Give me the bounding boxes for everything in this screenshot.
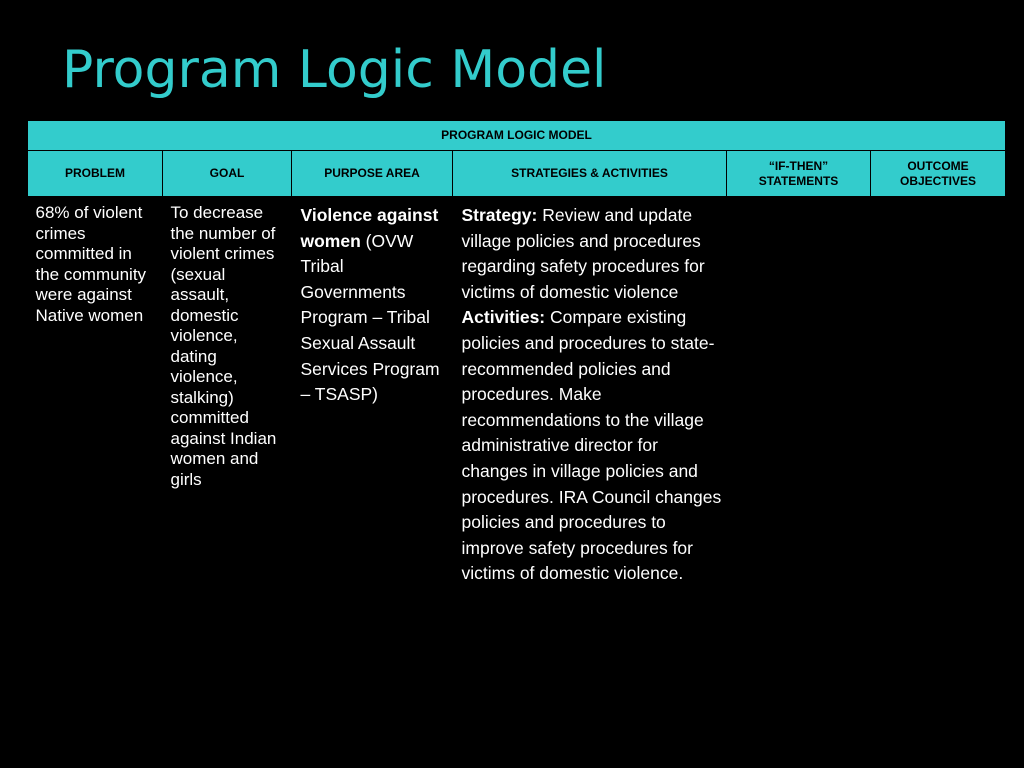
activities-paragraph: Activities: Compare existing policies an… [462, 305, 723, 587]
table-banner-row: PROGRAM LOGIC MODEL [26, 120, 1007, 151]
column-header-purpose-area: PURPOSE AREA [291, 150, 453, 197]
table-row: 68% of violent crimes committed in the c… [28, 197, 1006, 587]
column-header-outcome-objectives: OUTCOME OBJECTIVES [869, 150, 1007, 197]
column-header-strategies-activities: STRATEGIES & ACTIVITIES [452, 150, 727, 197]
purpose-area-heading: Violence against women [300, 205, 439, 251]
strategy-paragraph: Strategy: Review and update village poli… [462, 203, 723, 305]
column-header-if-then: “IF-THEN” STATEMENTS [726, 150, 871, 197]
outcome-objectives-cell [871, 197, 1006, 587]
strategies-activities-cell: Strategy: Review and update village poli… [453, 197, 727, 587]
program-logic-model-table: PROGRAM LOGIC MODEL PROBLEM GOAL PURPOSE… [26, 120, 1007, 587]
table-header-row: PROBLEM GOAL PURPOSE AREA STRATEGIES & A… [27, 150, 1007, 197]
problem-cell: 68% of violent crimes committed in the c… [35, 203, 147, 325]
activities-label: Activities: [461, 307, 546, 328]
purpose-area-text: (OVW Tribal Governments Program – Tribal… [300, 230, 440, 405]
activities-text: Compare existing policies and procedures… [461, 307, 722, 584]
column-header-goal: GOAL [162, 150, 292, 197]
if-then-cell [727, 197, 871, 587]
strategy-label: Strategy: [461, 205, 538, 225]
slide-title: Program Logic Model [62, 40, 607, 100]
goal-cell: To decrease the number of violent crimes… [170, 203, 277, 489]
table-banner: PROGRAM LOGIC MODEL [26, 120, 1007, 151]
strategy-text: Review and update village policies and p… [461, 205, 705, 302]
column-header-problem: PROBLEM [27, 150, 163, 197]
purpose-area-cell: Violence against women (OVW Tribal Gover… [292, 197, 453, 587]
